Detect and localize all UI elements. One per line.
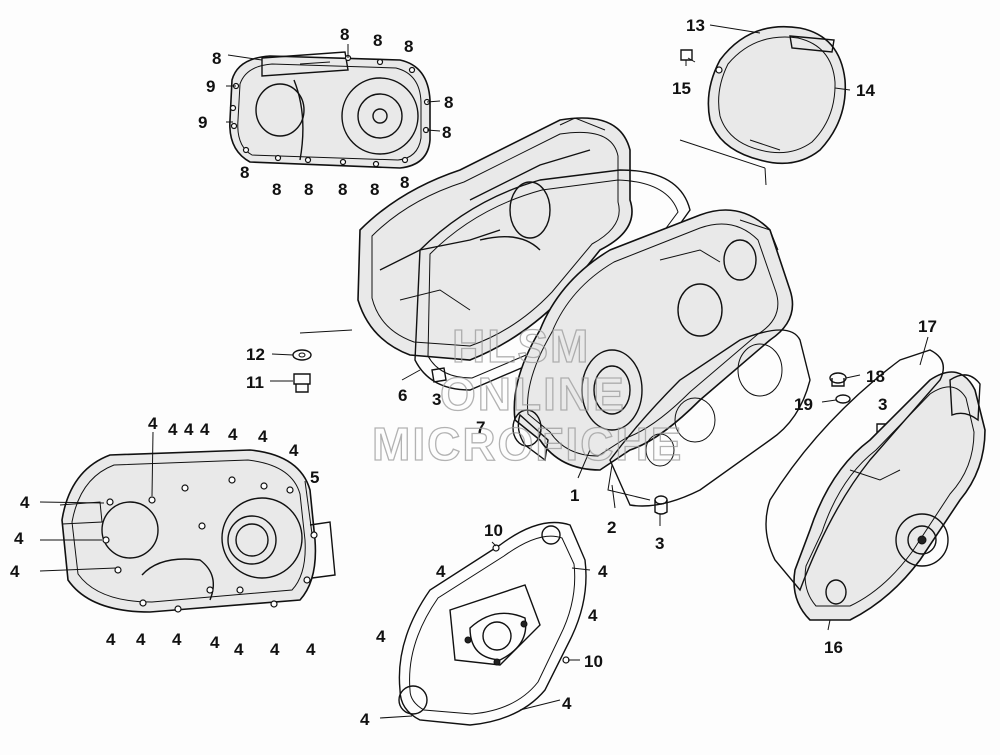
callout-12: 12 [246, 345, 265, 364]
outer-clutch-cover [229, 51, 431, 169]
callout-4: 4 [588, 606, 598, 625]
watermark-line-1: HLSM [452, 320, 590, 372]
callout-4: 4 [200, 420, 210, 439]
watermark-line-3: MICROFICHE [372, 418, 683, 470]
callout-4: 4 [168, 420, 178, 439]
callout-4: 4 [289, 441, 299, 460]
callout-4: 4 [136, 630, 146, 649]
watermark-line-2: ONLINE [440, 368, 626, 420]
callout-3: 3 [878, 395, 887, 414]
callout-1: 1 [570, 486, 579, 505]
callout-4: 4 [184, 420, 194, 439]
callout-5: 5 [310, 468, 319, 487]
callout-4: 4 [172, 630, 182, 649]
callout-14: 14 [856, 81, 875, 100]
callout-6: 6 [398, 386, 407, 405]
callout-3: 3 [655, 534, 664, 553]
dust-shield [679, 25, 847, 186]
callout-4: 4 [598, 562, 608, 581]
callout-4: 4 [20, 493, 30, 512]
callout-4: 4 [562, 694, 572, 713]
callout-4: 4 [14, 529, 24, 548]
leader-lines [39, 24, 929, 719]
callout-8: 8 [304, 180, 313, 199]
callout-19: 19 [794, 395, 813, 414]
callout-16: 16 [824, 638, 843, 657]
callout-8: 8 [373, 31, 382, 50]
callout-10: 10 [484, 521, 503, 540]
callout-8: 8 [212, 49, 221, 68]
callout-4: 4 [228, 425, 238, 444]
callout-8: 8 [370, 180, 379, 199]
callout-8: 8 [340, 25, 349, 44]
callout-4: 4 [10, 562, 20, 581]
lower-cover-gasket [398, 521, 587, 726]
callout-4: 4 [106, 630, 116, 649]
callout-4: 4 [436, 562, 446, 581]
callout-8: 8 [400, 173, 409, 192]
callout-2: 2 [607, 518, 616, 537]
callout-9: 9 [198, 113, 207, 132]
callout-17: 17 [918, 317, 937, 336]
callout-4: 4 [234, 640, 244, 659]
crankcase-cover [59, 449, 336, 613]
callout-5: 4 [306, 640, 316, 659]
callout-9: 9 [206, 77, 215, 96]
callout-8: 8 [404, 37, 413, 56]
callout-8: 8 [442, 123, 451, 142]
callout-15: 15 [672, 79, 691, 98]
callout-4: 4 [360, 710, 370, 729]
callout-11: 11 [246, 373, 264, 392]
callout-labels: 8 8 8 8 9 9 8 8 8 8 8 8 8 8 13 15 14 12 … [10, 16, 937, 729]
watermark: HLSM ONLINE MICROFICHE [371, 319, 683, 470]
callout-4: 4 [258, 427, 268, 446]
callout-3: 3 [432, 390, 441, 409]
callout-4: 4 [148, 414, 158, 433]
callout-8: 8 [338, 180, 347, 199]
inner-clutch-cover [357, 117, 633, 361]
callout-4: 4 [210, 633, 220, 652]
callout-8: 8 [240, 163, 249, 182]
callout-7: 7 [476, 418, 485, 437]
side-cover [765, 349, 986, 631]
callout-8: 8 [444, 93, 453, 112]
callout-4: 4 [376, 627, 386, 646]
callout-10: 10 [584, 652, 603, 671]
cover-bolt-holes [102, 476, 318, 613]
callout-8: 8 [272, 180, 281, 199]
callout-4: 4 [270, 640, 280, 659]
callout-13: 13 [686, 16, 705, 35]
crankcase-gasket [607, 329, 811, 507]
callout-18: 18 [866, 367, 885, 386]
crankcase-half [512, 209, 794, 471]
small-hardware [292, 329, 888, 515]
